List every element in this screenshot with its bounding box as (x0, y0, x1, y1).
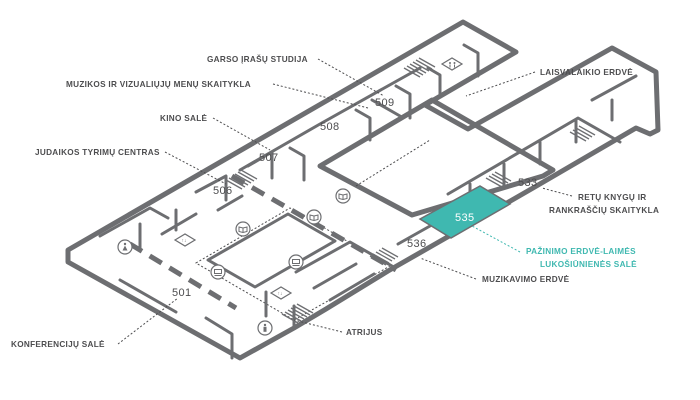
room-number-509: 509 (375, 97, 395, 109)
svg-text:↑↓: ↑↓ (182, 238, 187, 244)
room-number-533: 533 (518, 177, 538, 189)
book-icon (306, 209, 322, 225)
seating-icon (288, 254, 304, 270)
label-judaikos-centras: JUDAIKOS TYRIMŲ CENTRAS (35, 148, 160, 157)
room-number-535: 535 (455, 212, 475, 224)
main-wing-walls (65, 19, 661, 361)
room-number-501: 501 (172, 287, 192, 299)
label-retu-knygu-line2: RANKRAŠČIŲ SKAITYKLA (549, 204, 659, 215)
room-number-536: 536 (407, 238, 427, 250)
leader-lines (117, 58, 573, 345)
elevator-icon: ↑↓ (269, 286, 293, 300)
label-kino-sale: KINO SALĖ (160, 113, 208, 123)
book-icon (235, 221, 251, 237)
room-number-507: 507 (259, 152, 279, 164)
label-laisvalaikio-erdve: LAISVALAIKIO ERDVĖ (540, 67, 633, 77)
svg-text:↑↓: ↑↓ (278, 291, 283, 297)
label-muzikavimo-erdve: MUZIKAVIMO ERDVĖ (482, 274, 570, 284)
label-muzikos-skaitykla: MUZIKOS IR VIZUALIŲJŲ MENŲ SKAITYKLA (66, 80, 251, 89)
room-number-506: 506 (213, 185, 233, 197)
male-restroom-icon (257, 320, 273, 336)
stairs-506 (225, 169, 258, 190)
book-icon (335, 188, 351, 204)
room-535-highlight[interactable] (418, 185, 512, 239)
label-garso-irasu-studija: GARSO ĮRAŠŲ STUDIJA (207, 53, 308, 64)
label-pazinimo-erdve-line2: LUKOŠIŪNIENĖS SALĖ (540, 258, 637, 269)
female-restroom-icon (117, 239, 133, 255)
restroom-icon (440, 57, 464, 71)
atrium-outline (206, 212, 337, 289)
stairs-music (369, 247, 399, 266)
laisvalaikio-area-outline (317, 97, 556, 218)
stairs-right (485, 125, 596, 188)
label-konferenciju-sale: KONFERENCIJŲ SALĖ (11, 339, 105, 349)
label-atrijus: ATRIJUS (346, 328, 383, 337)
stairs-bottom (281, 303, 314, 324)
label-pazinimo-erdve-line1: PAŽINIMO ERDVĖ-LAIMĖS (526, 245, 636, 256)
room-number-508: 508 (320, 121, 340, 133)
elevator-icon: ↑↓ (173, 233, 197, 247)
stairs-top (403, 57, 436, 78)
seating-icon (210, 264, 226, 280)
label-retu-knygu-line1: RETŲ KNYGŲ IR (578, 193, 647, 202)
